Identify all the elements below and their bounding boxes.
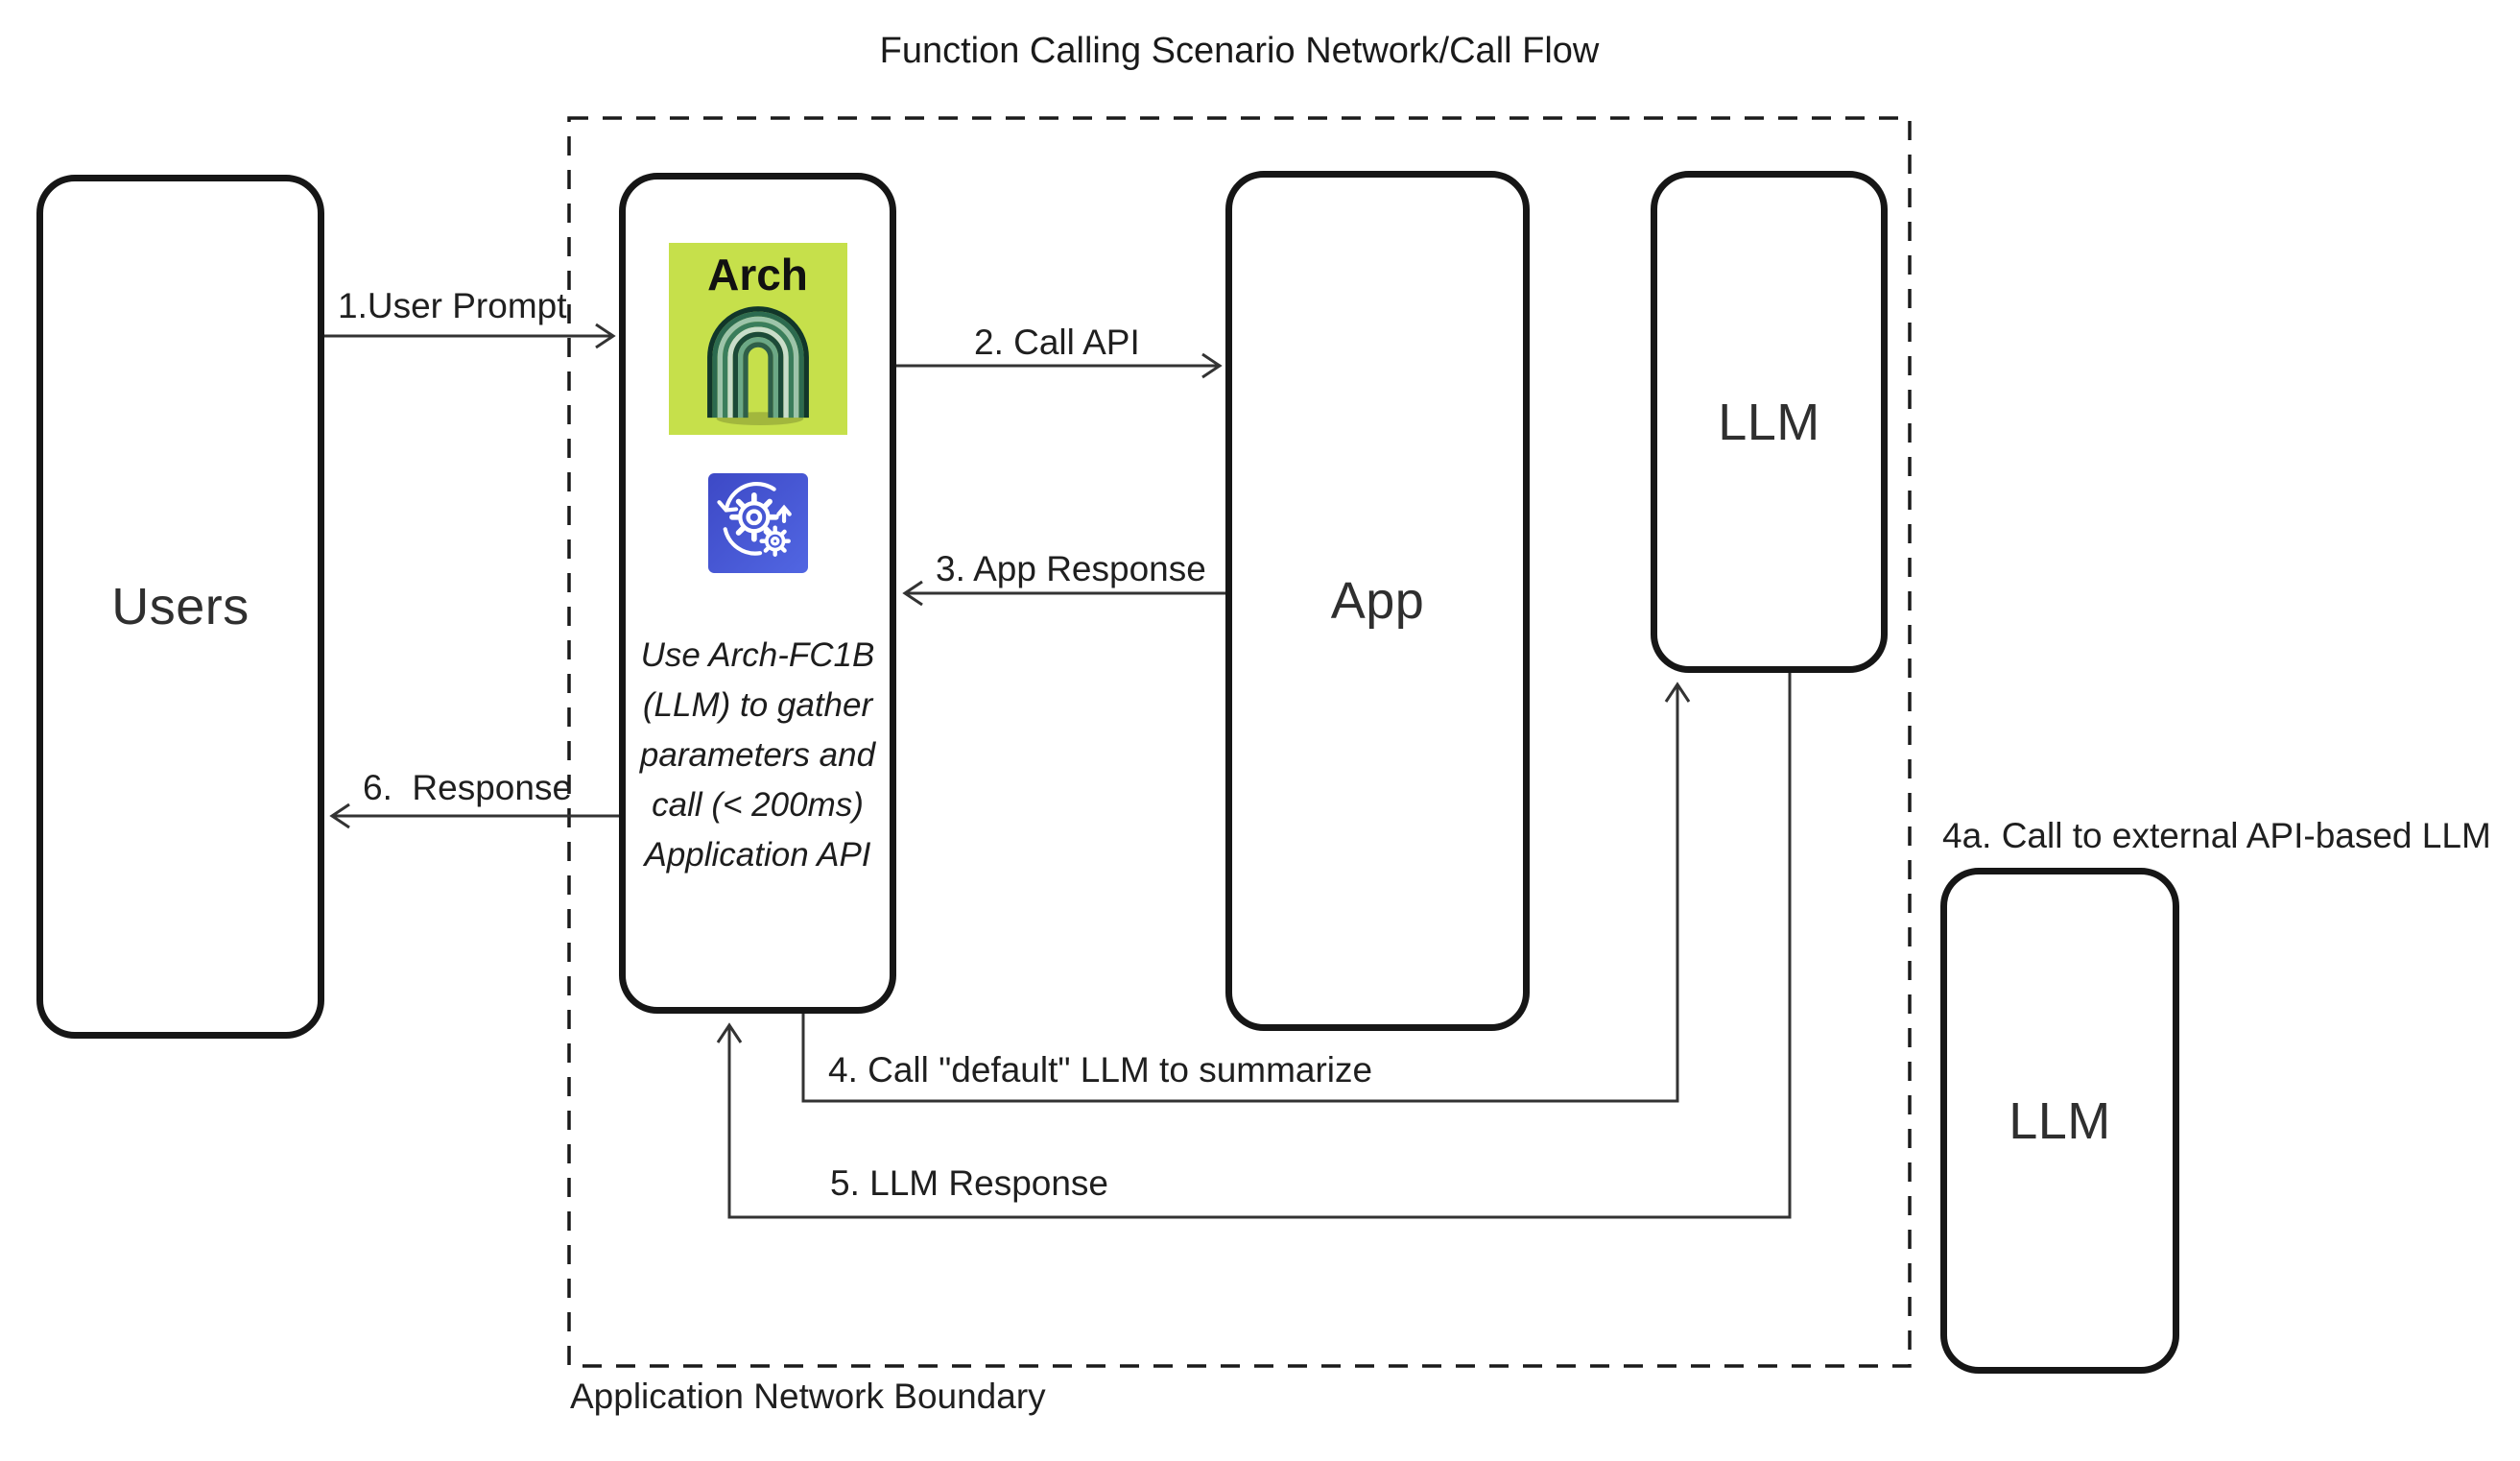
node-app: App — [1225, 171, 1530, 1031]
edge-2-label: 2. Call API — [974, 323, 1140, 362]
edge-1-label: 1.User Prompt — [338, 286, 567, 325]
node-llm-external-label: LLM — [2009, 1091, 2111, 1150]
boundary-caption: Application Network Boundary — [570, 1377, 1046, 1416]
arch-logo: Arch — [668, 243, 847, 435]
node-llm-external: LLM — [1940, 868, 2179, 1374]
arch-note-line: Use Arch-FC1B — [640, 636, 875, 674]
arch-note-line: Application API — [644, 836, 871, 874]
arch-note-line: parameters and — [639, 736, 876, 774]
node-llm-internal: LLM — [1651, 171, 1888, 673]
node-app-label: App — [1330, 572, 1425, 630]
external-llm-caption: 4a. Call to external API-based LLM — [1942, 816, 2491, 855]
edge-4-label: 4. Call "default" LLM to summarize — [828, 1050, 1373, 1090]
edge-4-call-default-llm — [801, 682, 1691, 1103]
arch-ribbons-icon — [706, 306, 809, 426]
node-users: Users — [36, 175, 324, 1039]
node-users-label: Users — [111, 578, 250, 635]
node-llm-internal-label: LLM — [1718, 393, 1820, 451]
application-network-boundary-box — [567, 116, 1912, 1368]
arch-note: Use Arch-FC1B (LLM) to gather parameters… — [626, 631, 890, 880]
arch-note-line: call (< 200ms) — [652, 786, 864, 824]
node-arch: Arch — [619, 173, 896, 1014]
edge-6-label: 6. Response — [363, 768, 573, 807]
diagram-title: Function Calling Scenario Network/Call F… — [879, 31, 1600, 71]
arch-logo-title: Arch — [707, 250, 808, 299]
edge-3-label: 3. App Response — [936, 549, 1206, 588]
arch-note-line: (LLM) to gather — [642, 686, 873, 724]
gears-sync-icon — [707, 473, 808, 573]
edge-5-label: 5. LLM Response — [830, 1163, 1109, 1203]
edge-5-llm-response — [716, 672, 1792, 1219]
